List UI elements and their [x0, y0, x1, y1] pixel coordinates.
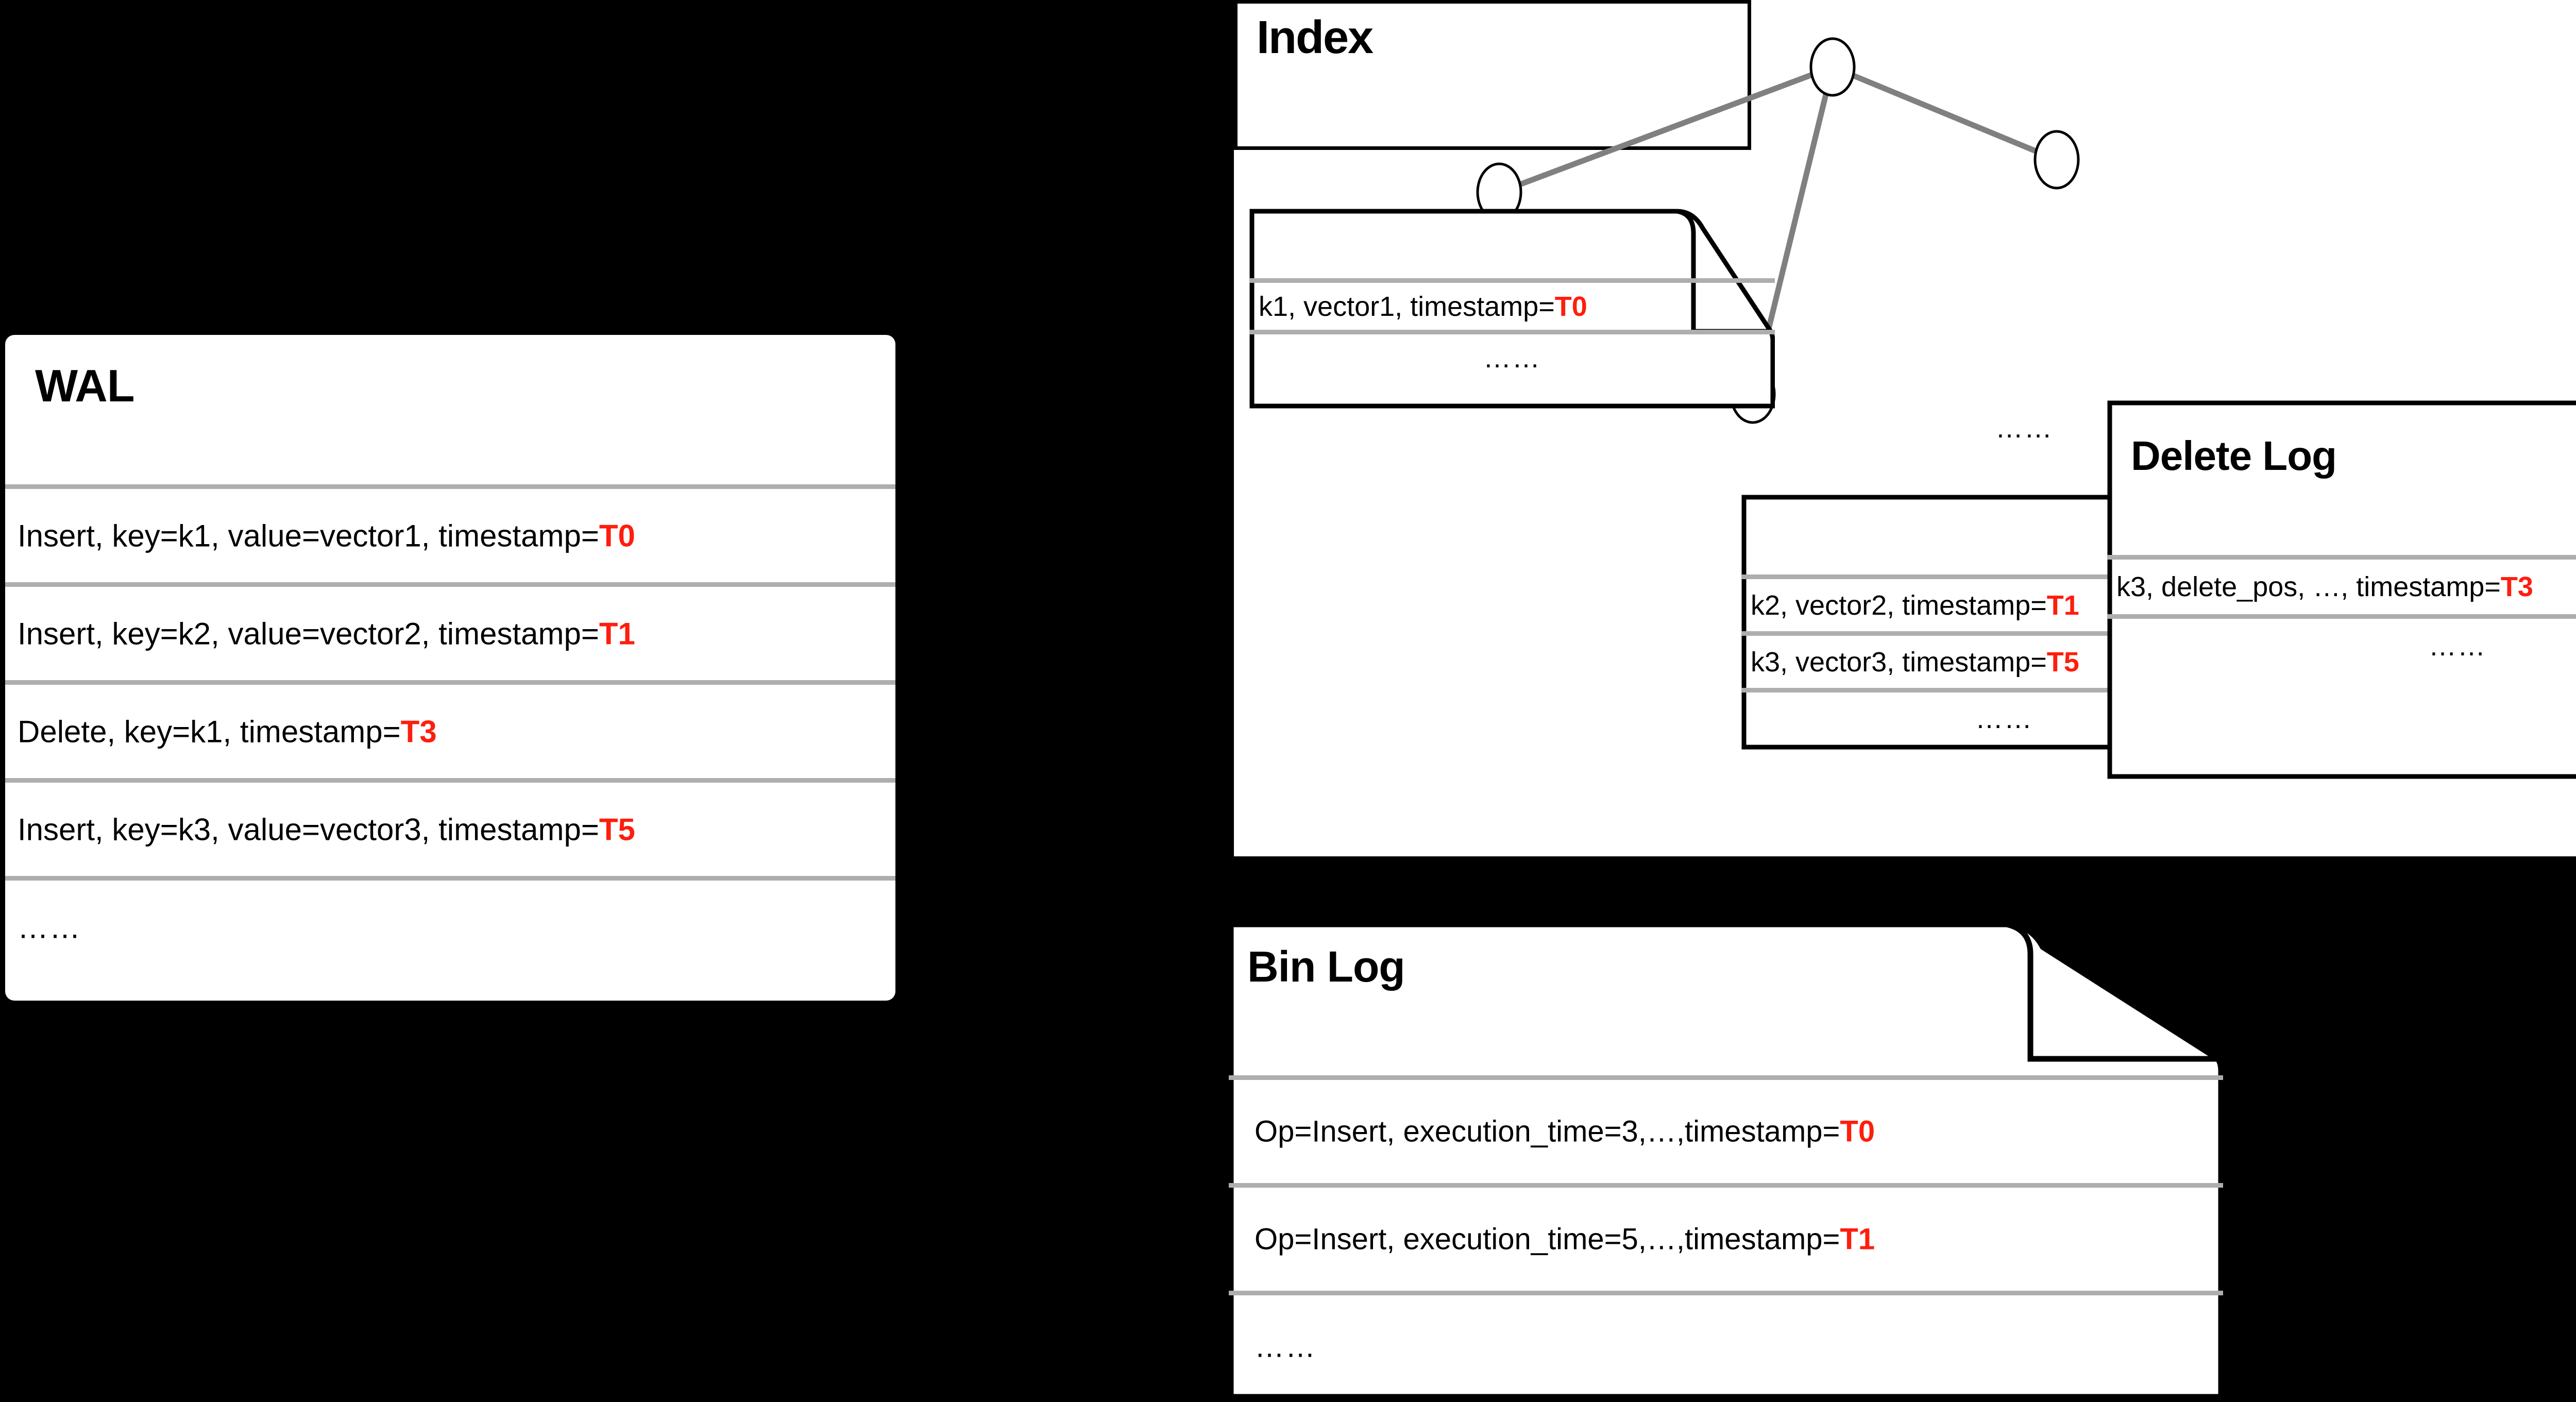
tree-edge-root-right [1831, 64, 2058, 163]
table-row: Op=Insert, execution_time=3,…,timestamp=… [1229, 1075, 2223, 1183]
timestamp-badge: T3 [2500, 571, 2533, 602]
tree-node-right [2033, 130, 2080, 190]
index-node-row-text: k3, vector3, timestamp=T5 [1751, 646, 2079, 678]
index-node-row-text: …… [1975, 703, 2033, 734]
timestamp-badge: T5 [2046, 646, 2079, 678]
table-row: …… [1229, 1291, 2223, 1398]
wal-panel: WAL Insert, key=k1, value=vector1, times… [5, 335, 895, 1001]
table-row: k3, vector3, timestamp=T5 [1741, 631, 2267, 688]
table-row: …… [2107, 614, 2576, 673]
wal-row-text: …… [18, 910, 81, 944]
wal-row-list: Insert, key=k1, value=vector1, timestamp… [5, 484, 895, 974]
wal-title: WAL [35, 360, 135, 411]
table-row: …… [1741, 688, 2267, 745]
delete-log-panel: Delete Log k3, delete_pos, …, timestamp=… [2107, 400, 2576, 779]
timestamp-badge: T1 [2046, 589, 2079, 621]
timestamp-badge: T5 [599, 812, 635, 847]
delete-log-row-list: k3, delete_pos, …, timestamp=T3 …… [2107, 555, 2576, 673]
table-row: Delete, key=k1, timestamp=T3 [5, 680, 895, 778]
wal-row-text: Insert, key=k1, value=vector1, timestamp… [18, 518, 635, 553]
index-node-k1: k1, vector1, timestamp=T0 …… [1249, 209, 1775, 409]
timestamp-badge: T1 [1840, 1222, 1875, 1256]
bin-log-title: Bin Log [1247, 942, 1405, 991]
delete-log-title: Delete Log [2131, 433, 2337, 479]
timestamp-badge: T0 [1554, 291, 1587, 322]
timestamp-badge: T3 [400, 714, 437, 749]
table-row: …… [1249, 330, 1775, 381]
table-row: k2, vector2, timestamp=T1 [1741, 575, 2267, 631]
delete-log-row-text: …… [2429, 631, 2486, 662]
table-row: Insert, key=k2, value=vector2, timestamp… [5, 582, 895, 680]
document-shape-icon [2107, 400, 2576, 779]
index-node-row-text: k2, vector2, timestamp=T1 [1751, 589, 2079, 621]
timestamp-badge: T0 [599, 518, 635, 553]
bin-log-row-text: …… [1255, 1330, 1316, 1364]
wal-row-text: Delete, key=k1, timestamp=T3 [18, 714, 437, 749]
bin-log-row-text: Op=Insert, execution_time=3,…,timestamp=… [1255, 1114, 1875, 1148]
bin-log-row-list: Op=Insert, execution_time=3,…,timestamp=… [1229, 1075, 2223, 1398]
bin-log-row-text: Op=Insert, execution_time=5,…,timestamp=… [1255, 1222, 1875, 1256]
document-shape-icon [1229, 922, 2223, 1399]
index-node-row-list: k2, vector2, timestamp=T1 k3, vector3, t… [1741, 575, 2267, 745]
tree-node-root [1809, 37, 1856, 97]
table-row: …… [5, 876, 895, 974]
table-row: Op=Insert, execution_time=5,…,timestamp=… [1229, 1183, 2223, 1291]
wal-row-text: Insert, key=k3, value=vector3, timestamp… [18, 812, 635, 847]
table-row: Insert, key=k1, value=vector1, timestamp… [5, 484, 895, 582]
bin-log-panel: Bin Log Op=Insert, execution_time=3,…,ti… [1229, 922, 2223, 1399]
table-row: Insert, key=k3, value=vector3, timestamp… [5, 778, 895, 876]
table-row: k3, delete_pos, …, timestamp=T3 [2107, 555, 2576, 614]
wal-row-text: Insert, key=k2, value=vector2, timestamp… [18, 616, 635, 651]
timestamp-badge: T1 [599, 616, 635, 651]
index-panel: Index k1, vector1, timestamp=T0 …… [1234, 0, 2576, 856]
index-node-row-text: …… [1483, 342, 1541, 374]
index-node-right-text: …… [1995, 413, 2053, 444]
index-title: Index [1257, 12, 1374, 63]
index-node-row-text: k1, vector1, timestamp=T0 [1259, 291, 1587, 322]
table-row: k1, vector1, timestamp=T0 [1249, 278, 1775, 330]
index-node-row-list: k1, vector1, timestamp=T0 …… [1249, 278, 1775, 381]
timestamp-badge: T0 [1840, 1114, 1875, 1148]
delete-log-row-text: k3, delete_pos, …, timestamp=T3 [2116, 571, 2533, 602]
